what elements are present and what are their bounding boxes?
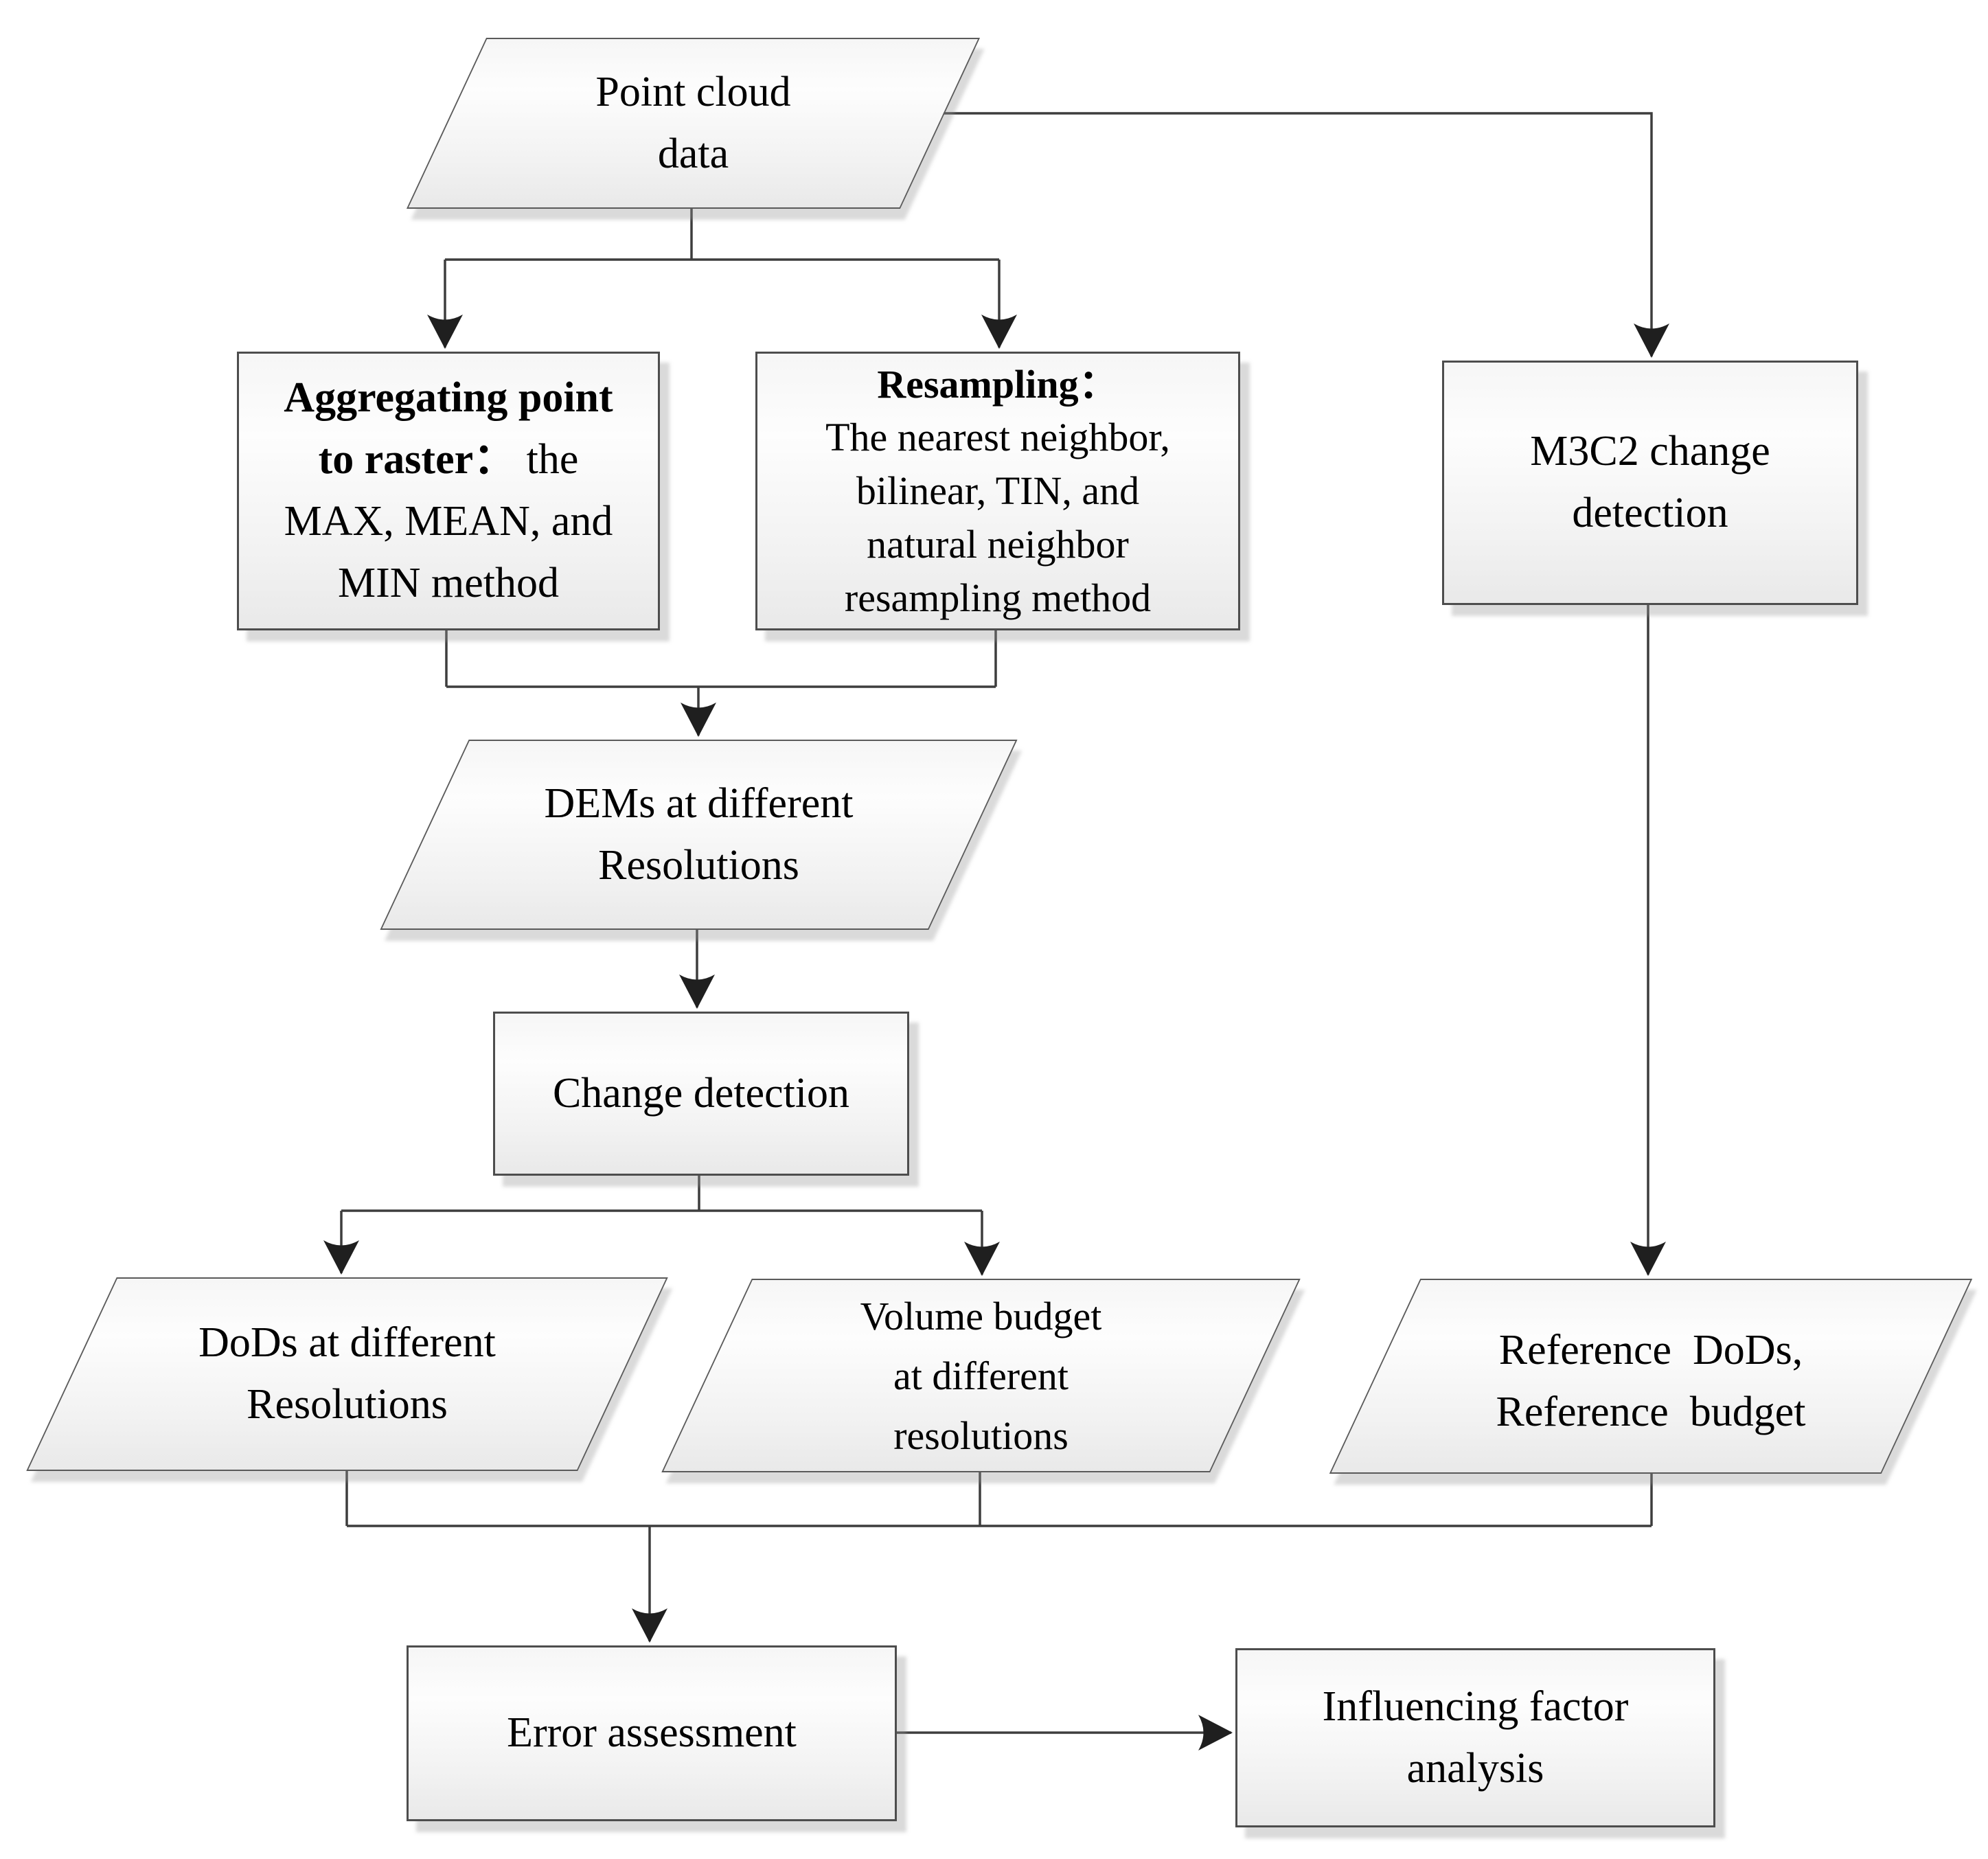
- text-line: Reference budget: [1496, 1388, 1806, 1435]
- text-line: Reference DoDs,: [1498, 1327, 1803, 1373]
- text-line: M3C2 change: [1530, 428, 1770, 475]
- text-bold-segment: to raster：: [318, 436, 516, 483]
- text-line: MAX, MEAN, and: [284, 498, 613, 545]
- node-point-cloud-data: Point cloud data: [406, 38, 981, 209]
- text-line: Influencing factor: [1322, 1683, 1629, 1730]
- text-line: to raster： the: [319, 429, 579, 491]
- node-aggregating-point-to-raster: Aggregating point to raster： the MAX, ME…: [237, 352, 660, 630]
- text-line: analysis: [1406, 1744, 1544, 1792]
- arrow-pointcloud-to-m3c2: [941, 112, 1669, 358]
- node-resampling: Resampling： The nearest neighbor, biline…: [755, 352, 1240, 630]
- node-dods-at-different-resolutions: DoDs at different Resolutions: [26, 1277, 668, 1471]
- node-change-detection: Change detection: [493, 1012, 909, 1176]
- text-line: DoDs at different: [198, 1319, 496, 1367]
- text-line: Resolutions: [598, 841, 799, 889]
- text-line: MIN method: [337, 559, 560, 606]
- text-line: natural neighbor: [867, 521, 1129, 567]
- node-dems-at-different-resolutions: DEMs at different Resolutions: [380, 740, 1018, 930]
- text-line: at different: [893, 1353, 1069, 1398]
- text-line: data: [657, 130, 729, 177]
- node-reference-dods-budget: Reference DoDs, Reference budget: [1329, 1279, 1973, 1474]
- node-m3c2-change-detection: M3C2 change detection: [1442, 361, 1858, 605]
- text-line: DEMs at different: [544, 779, 854, 827]
- text-segment: the: [516, 436, 579, 483]
- text-line: Resampling：: [877, 361, 1119, 407]
- text-line: bilinear, TIN, and: [856, 468, 1140, 514]
- text-line: Resolutions: [247, 1381, 448, 1428]
- text-line: detection: [1572, 490, 1728, 536]
- text-line: Volume budget: [860, 1293, 1102, 1338]
- text-line: Error assessment: [507, 1709, 797, 1757]
- node-error-assessment: Error assessment: [407, 1645, 897, 1821]
- text-line: resolutions: [893, 1413, 1069, 1458]
- text-line: Aggregating point: [284, 374, 613, 422]
- text-line: resampling method: [844, 575, 1152, 620]
- node-influencing-factor-analysis: Influencing factor analysis: [1235, 1648, 1715, 1827]
- text-line: Point cloud: [595, 68, 791, 115]
- text-line: Change detection: [552, 1069, 850, 1117]
- text-line: The nearest neighbor,: [825, 415, 1170, 460]
- node-volume-budget: Volume budget at different resolutions: [661, 1279, 1301, 1472]
